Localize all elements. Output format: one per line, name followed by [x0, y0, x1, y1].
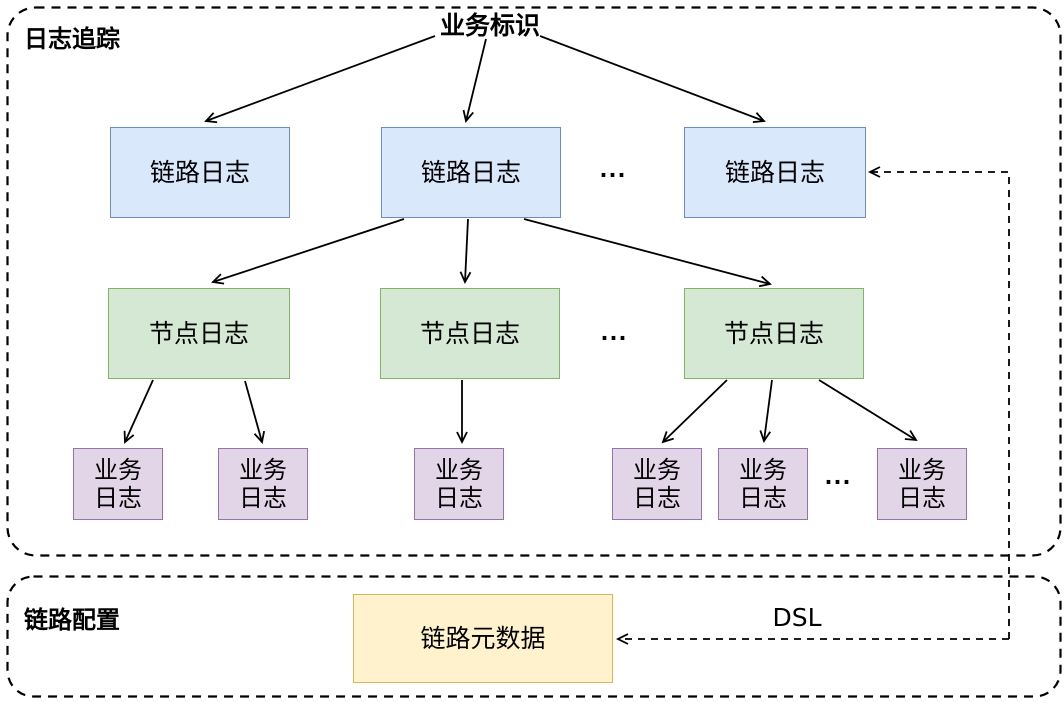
- dsl-dashed-arrow-to-link-log-3: [867, 166, 1010, 639]
- business-log-box-2: 业务 日志: [218, 448, 308, 520]
- arrow-node3-to-business-log-4: [661, 379, 728, 444]
- business-log-box-4: 业务 日志: [612, 448, 702, 520]
- root-business-id-label: 业务标识: [439, 11, 540, 40]
- ellipsis-business-logs: ...: [824, 465, 852, 489]
- arrow-link2-to-node-log-1: [211, 218, 405, 285]
- config-section-title: 链路配置: [24, 606, 120, 634]
- config-section-border: [6, 575, 1062, 698]
- dsl-label: DSL: [772, 603, 822, 632]
- business-log-box-1: 业务 日志: [73, 448, 163, 520]
- node-log-box-2: 节点日志: [380, 288, 560, 379]
- node-log-box-1: 节点日志: [108, 288, 290, 379]
- arrow-node1-to-business-log-1: [123, 379, 154, 444]
- node-log-box-3: 节点日志: [684, 288, 864, 379]
- arrow-node3-to-business-log-6: [818, 379, 918, 442]
- arrow-root-to-link-log-3: [539, 35, 766, 124]
- arrow-root-to-link-log-2: [462, 38, 487, 123]
- link-metadata-box: 链路元数据: [353, 594, 613, 683]
- arrow-link2-to-node-log-2: [459, 218, 472, 285]
- arrow-root-to-link-log-1: [204, 35, 436, 124]
- ellipsis-link-logs: ...: [599, 158, 627, 182]
- arrow-node3-to-business-log-5: [759, 379, 773, 443]
- tracing-section-border: [6, 6, 1062, 557]
- link-log-box-2: 链路日志: [381, 127, 561, 218]
- business-log-box-3: 业务 日志: [414, 448, 504, 520]
- arrow-node1-to-business-log-2: [244, 380, 266, 444]
- ellipsis-node-logs: ...: [600, 321, 628, 345]
- arrow-link2-to-node-log-3: [523, 218, 772, 288]
- link-log-box-1: 链路日志: [110, 127, 290, 218]
- business-log-box-6: 业务 日志: [877, 448, 967, 520]
- business-log-box-5: 业务 日志: [718, 448, 808, 520]
- tracing-section-title: 日志追踪: [24, 25, 120, 53]
- link-log-box-3: 链路日志: [684, 127, 866, 218]
